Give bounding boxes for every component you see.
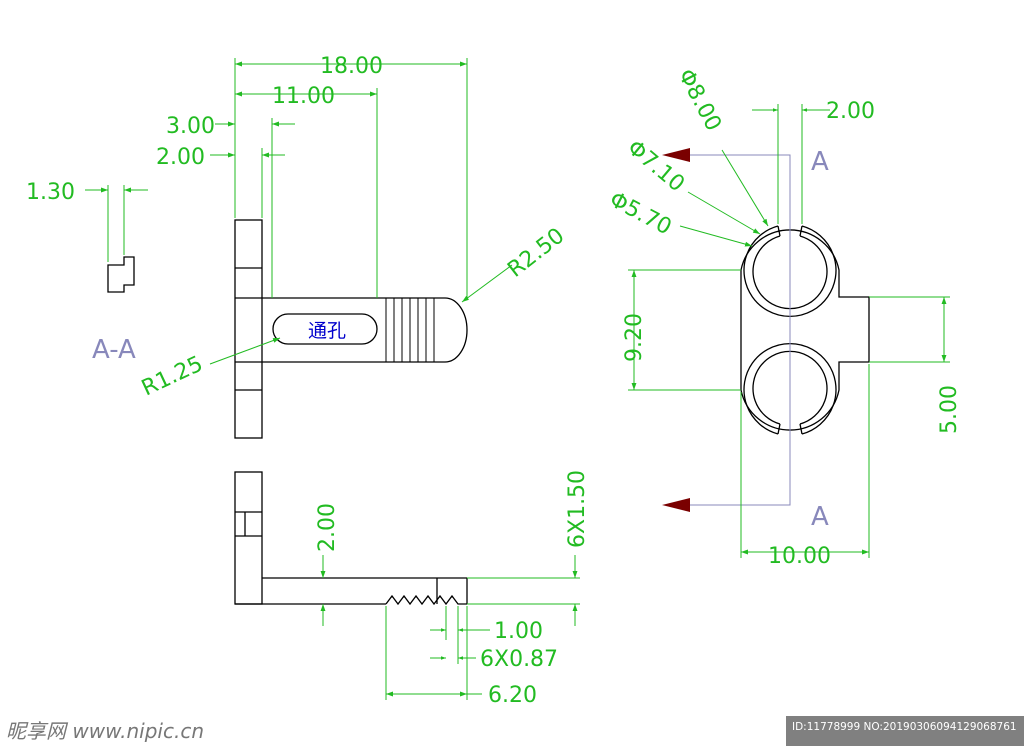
bottom-view bbox=[234, 471, 468, 606]
bottom-flange bbox=[234, 471, 263, 605]
dim-1: 1.00 bbox=[494, 619, 543, 644]
front-view-dimensions bbox=[85, 58, 513, 365]
dim-18: 18.00 bbox=[320, 54, 383, 79]
through-hole-label: 通孔 bbox=[308, 320, 346, 342]
section-arrow-bottom bbox=[662, 498, 690, 512]
section-aa-view bbox=[107, 256, 135, 293]
bottom-view-dimensions bbox=[320, 555, 580, 700]
section-aa-label: A-A bbox=[92, 335, 136, 365]
dim-11: 11.00 bbox=[272, 84, 335, 109]
side-view bbox=[740, 225, 870, 435]
dim-phi-8: Φ8.00 bbox=[673, 65, 726, 135]
section-cut-line bbox=[668, 154, 791, 506]
front-view bbox=[234, 219, 468, 439]
through-hole-slot bbox=[272, 313, 378, 345]
section-a-top-label: A bbox=[811, 147, 829, 177]
thread-lines bbox=[385, 298, 435, 362]
dim-6-20: 6.20 bbox=[488, 683, 537, 708]
section-a-bottom-label: A bbox=[811, 502, 829, 532]
side-body-outline bbox=[740, 229, 870, 431]
watermark-left: 昵享网 www.nipic.cn bbox=[6, 719, 204, 743]
dim-1-30: 1.30 bbox=[26, 180, 75, 205]
dim-phi-5-70: Φ5.70 bbox=[605, 187, 675, 240]
dim-6x1-50: 6X1.50 bbox=[565, 470, 590, 548]
dim-5: 5.00 bbox=[937, 385, 962, 434]
footer-id-text: ID:11778999 NO:20190306094129068761 bbox=[792, 721, 1017, 733]
dim-2-bottom: 2.00 bbox=[315, 503, 340, 552]
dim-2-top: 2.00 bbox=[156, 145, 205, 170]
thread-teeth bbox=[385, 594, 467, 606]
dim-3: 3.00 bbox=[166, 114, 215, 139]
dim-10: 10.00 bbox=[768, 544, 831, 569]
dim-phi-7-10: Φ7.10 bbox=[622, 135, 689, 197]
dim-9-20: 9.20 bbox=[622, 313, 647, 362]
footer-id-bar bbox=[786, 716, 1024, 746]
side-view-dimensions bbox=[628, 104, 950, 558]
dim-6x0-87: 6X0.87 bbox=[480, 647, 558, 672]
dim-r2-50: R2.50 bbox=[503, 223, 569, 282]
dim-r1-25: R1.25 bbox=[138, 352, 207, 402]
front-flange bbox=[234, 219, 263, 439]
front-stem bbox=[262, 297, 468, 363]
dim-2-right: 2.00 bbox=[826, 99, 875, 124]
section-arrow-top bbox=[662, 148, 690, 162]
